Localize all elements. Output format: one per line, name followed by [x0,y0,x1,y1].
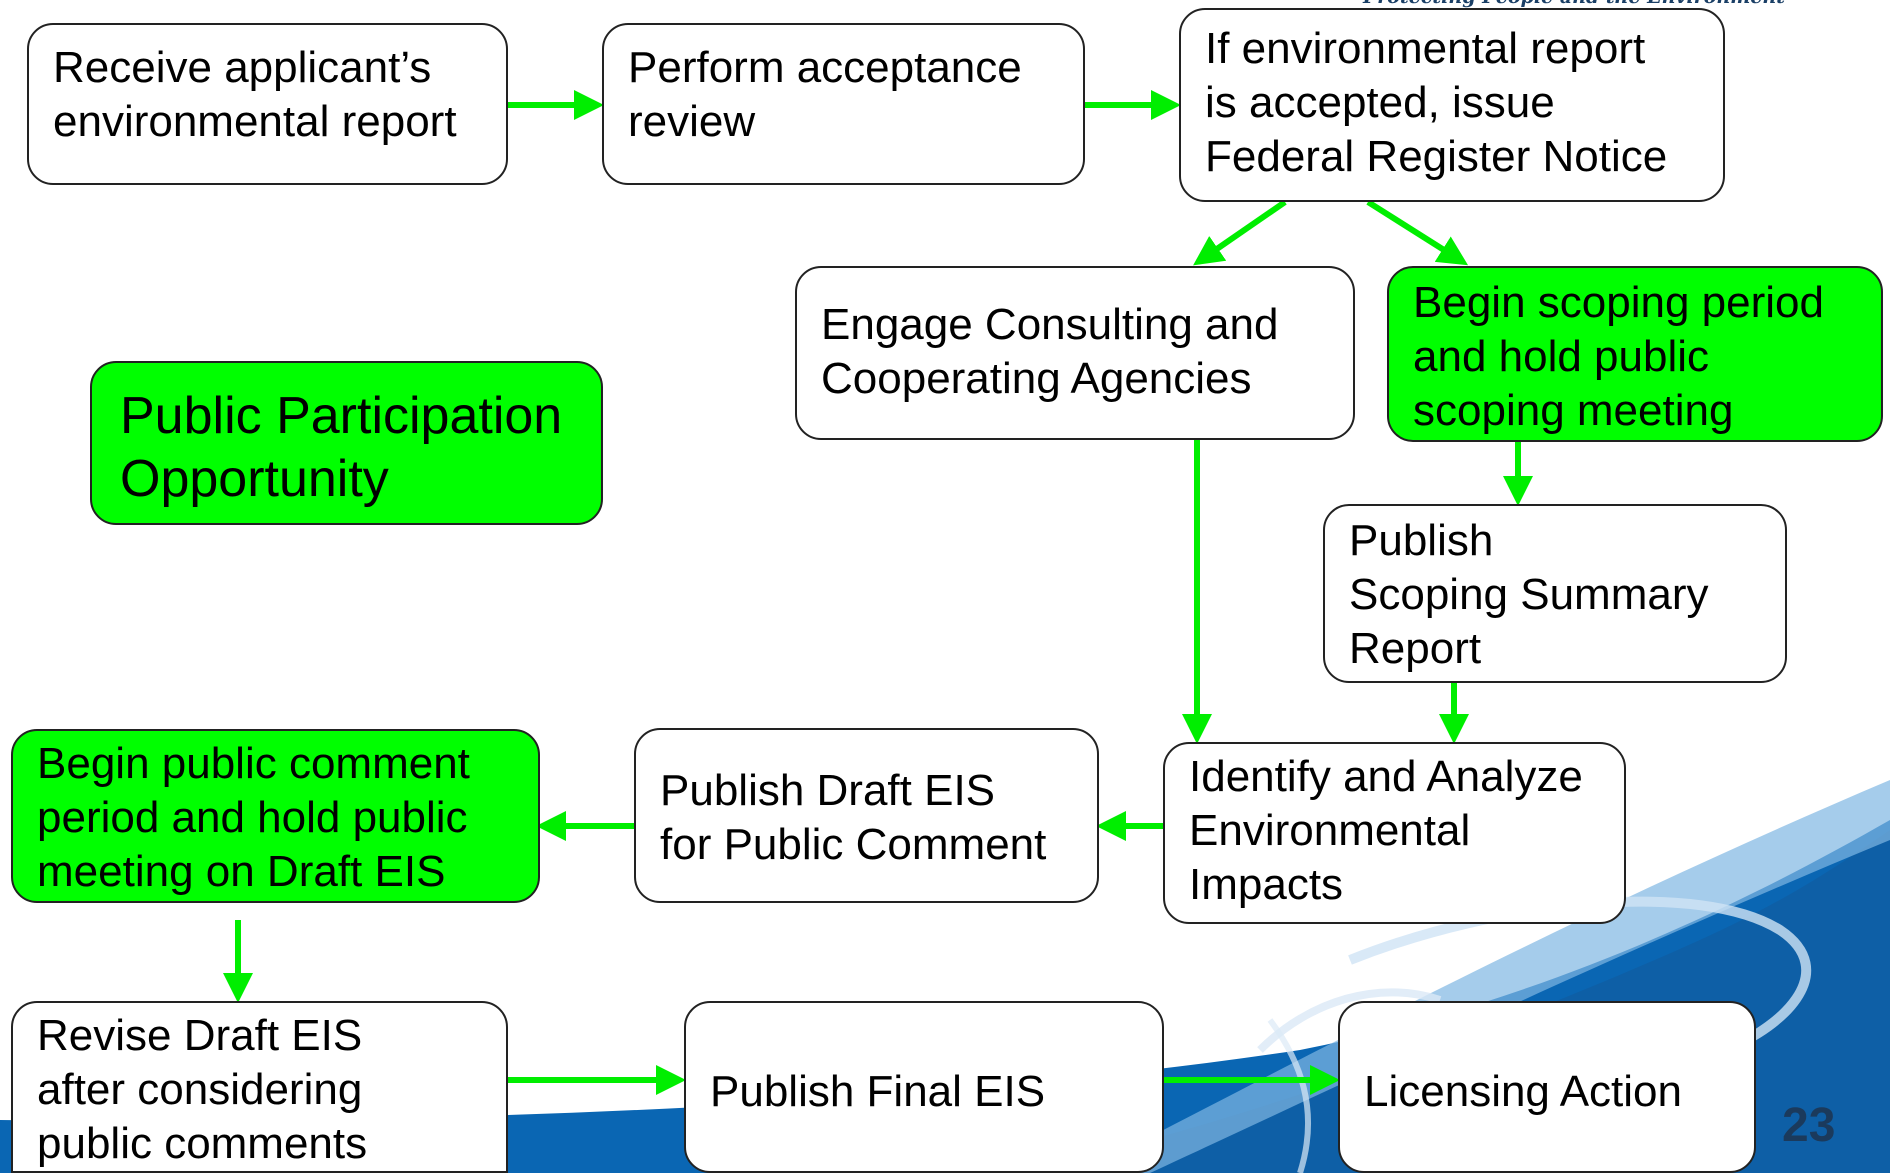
step-revise-draft-eis: Revise Draft EIS after considering publi… [11,1001,508,1173]
step-receive-report: Receive applicant’s environmental report [27,23,508,185]
step-issue-federal-register-notice: If environmental report is accepted, iss… [1179,8,1725,202]
agency-tagline: Protecting People and the Environment [1363,0,1785,8]
legend-public-participation: Public Participation Opportunity [90,361,603,525]
page-number: 23 [1782,1099,1836,1152]
step-publish-scoping-summary: Publish Scoping Summary Report [1323,504,1787,683]
step-licensing-action: Licensing Action [1338,1001,1756,1173]
step-publish-draft-eis: Publish Draft EIS for Public Comment [634,728,1099,903]
step-engage-agencies: Engage Consulting and Cooperating Agenci… [795,266,1355,440]
step-publish-final-eis: Publish Final EIS [684,1001,1164,1173]
step-public-comment-period: Begin public comment period and hold pub… [11,729,540,903]
step-acceptance-review: Perform acceptance review [602,23,1085,185]
arrow-notice-to-scoping [1366,199,1469,266]
step-begin-scoping: Begin scoping period and hold public sco… [1387,266,1883,442]
step-identify-analyze-impacts: Identify and Analyze Environmental Impac… [1163,742,1626,924]
arrow-notice-to-engage [1193,199,1287,266]
